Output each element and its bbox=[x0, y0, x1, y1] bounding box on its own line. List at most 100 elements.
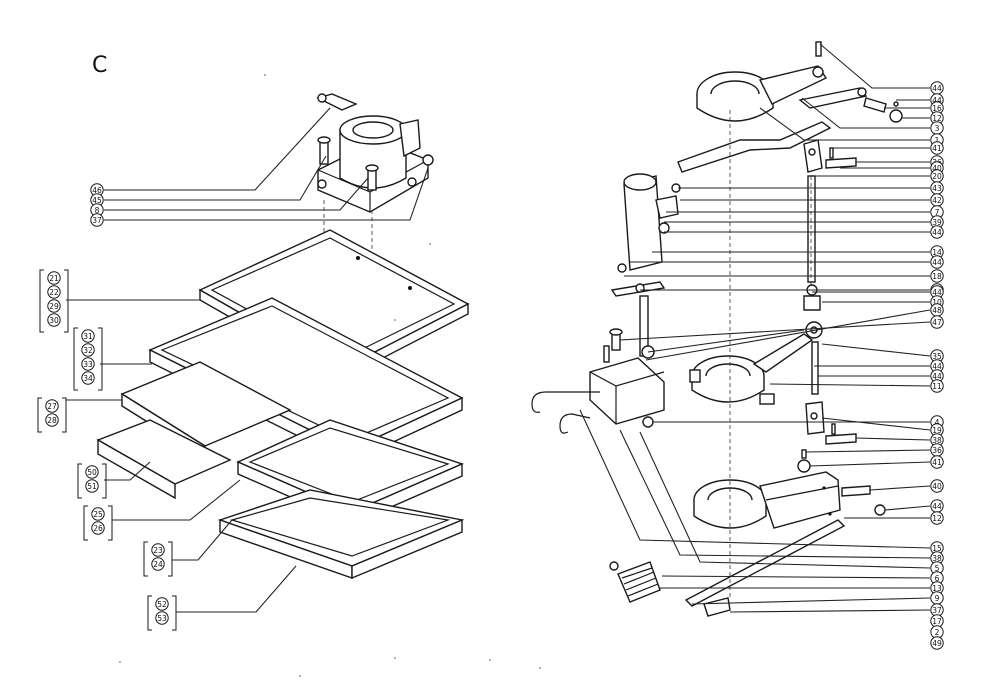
part-callout-36-label: 36 bbox=[932, 446, 942, 455]
part-callout-12-label: 12 bbox=[932, 114, 942, 123]
part-callout-51: 51 bbox=[85, 479, 99, 493]
part-callout-17-label: 17 bbox=[932, 617, 942, 626]
part-callout-34-label: 34 bbox=[83, 374, 93, 383]
part-callout-44-label: 44 bbox=[932, 502, 942, 511]
part-callout-22: 22 bbox=[47, 285, 61, 299]
column-base-assembly bbox=[316, 93, 434, 213]
part-callout-5-label: 5 bbox=[935, 564, 940, 573]
part-callout-35-label: 35 bbox=[932, 352, 942, 361]
part-callout-27-label: 27 bbox=[47, 402, 57, 411]
part-callout-44: 44 bbox=[930, 255, 944, 269]
section-letter: C bbox=[92, 53, 107, 78]
part-callout-44-label: 44 bbox=[932, 228, 942, 237]
part-callout-34: 34 bbox=[81, 371, 95, 385]
right-callouts: 4444161231413640204342739441444184444104… bbox=[930, 81, 944, 650]
part-callout-38: 38 bbox=[930, 551, 944, 565]
part-callout-41: 41 bbox=[930, 455, 944, 469]
part-callout-50-label: 50 bbox=[87, 468, 97, 477]
part-callout-38-label: 38 bbox=[932, 554, 942, 563]
part-callout-41-label: 41 bbox=[932, 144, 942, 153]
part-callout-21: 21 bbox=[47, 271, 61, 285]
part-callout-40: 40 bbox=[930, 479, 944, 493]
part-callout-53: 53 bbox=[155, 611, 169, 625]
part-callout-39-label: 39 bbox=[932, 218, 942, 227]
part-callout-18-label: 18 bbox=[932, 272, 942, 281]
part-callout-12-label: 12 bbox=[932, 514, 942, 523]
part-callout-29-label: 29 bbox=[49, 302, 59, 311]
part-callout-36: 36 bbox=[930, 443, 944, 457]
part-callout-13-label: 13 bbox=[932, 584, 942, 593]
bracket-group: 27 28 bbox=[37, 397, 67, 433]
part-callout-45-label: 45 bbox=[92, 196, 102, 205]
part-callout-24: 24 bbox=[151, 557, 165, 571]
part-callout-28-label: 28 bbox=[47, 416, 57, 425]
part-callout-21-label: 21 bbox=[49, 274, 59, 283]
part-callout-43-label: 43 bbox=[932, 184, 942, 193]
part-callout-48-label: 48 bbox=[932, 306, 942, 315]
part-callout-18: 18 bbox=[930, 269, 944, 283]
part-callout-50: 50 bbox=[85, 465, 99, 479]
part-callout-44-label: 44 bbox=[932, 84, 942, 93]
part-callout-7-label: 7 bbox=[935, 208, 940, 217]
part-callout-14: 14 bbox=[930, 245, 944, 259]
platen-plate-4 bbox=[96, 419, 465, 580]
linkage-assembly bbox=[531, 41, 903, 617]
part-callout-23: 23 bbox=[151, 543, 165, 557]
part-callout-14-label: 14 bbox=[932, 248, 942, 257]
part-callout-47-label: 47 bbox=[932, 318, 942, 327]
part-callout-37-label: 37 bbox=[932, 606, 942, 615]
part-callout-30-label: 30 bbox=[49, 316, 59, 325]
part-callout-29: 29 bbox=[47, 299, 61, 313]
part-callout-20: 20 bbox=[930, 169, 944, 183]
part-callout-6-label: 6 bbox=[935, 574, 940, 583]
part-callout-41-label: 41 bbox=[932, 458, 942, 467]
part-callout-10-label: 10 bbox=[932, 298, 942, 307]
part-callout-22-label: 22 bbox=[49, 288, 59, 297]
part-callout-8: 8 bbox=[90, 203, 104, 217]
part-callout-44: 44 bbox=[930, 225, 944, 239]
part-callout-28: 28 bbox=[45, 413, 59, 427]
part-callout-31: 31 bbox=[81, 329, 95, 343]
part-callout-44-label: 44 bbox=[932, 362, 942, 371]
part-callout-49: 49 bbox=[930, 636, 944, 650]
part-callout-48: 48 bbox=[930, 303, 944, 317]
part-callout-27: 27 bbox=[45, 399, 59, 413]
part-callout-51-label: 51 bbox=[87, 482, 97, 491]
part-callout-40-label: 40 bbox=[932, 482, 942, 491]
part-callout-20-label: 20 bbox=[932, 172, 942, 181]
part-callout-44-label: 44 bbox=[932, 372, 942, 381]
part-callout-47: 47 bbox=[930, 315, 944, 329]
part-callout-44-label: 44 bbox=[932, 258, 942, 267]
part-callout-25: 25 bbox=[91, 507, 105, 521]
leader-lines-left bbox=[66, 107, 429, 613]
part-callout-23-label: 23 bbox=[153, 546, 163, 555]
part-callout-44-label: 44 bbox=[932, 96, 942, 105]
part-callout-44: 44 bbox=[930, 81, 944, 95]
bracket-group: 21 22 29 30 bbox=[39, 269, 69, 333]
scan-specks bbox=[119, 74, 541, 677]
part-callout-44-label: 44 bbox=[932, 288, 942, 297]
part-callout-44: 44 bbox=[930, 359, 944, 373]
part-callout-9-label: 9 bbox=[935, 594, 940, 603]
part-callout-9: 9 bbox=[930, 591, 944, 605]
part-callout-43: 43 bbox=[930, 181, 944, 195]
part-callout-4-label: 4 bbox=[935, 418, 940, 427]
part-callout-38-label: 38 bbox=[932, 436, 942, 445]
leader-lines-right bbox=[579, 43, 931, 613]
part-callout-13: 13 bbox=[930, 581, 944, 595]
part-callout-26: 26 bbox=[91, 521, 105, 535]
part-callout-26-label: 26 bbox=[93, 524, 103, 533]
part-callout-8-label: 8 bbox=[95, 206, 100, 215]
part-callout-15-label: 15 bbox=[932, 544, 942, 553]
part-callout-3-label: 3 bbox=[935, 124, 940, 133]
part-callout-11: 11 bbox=[930, 379, 944, 393]
part-callout-33: 33 bbox=[81, 357, 95, 371]
